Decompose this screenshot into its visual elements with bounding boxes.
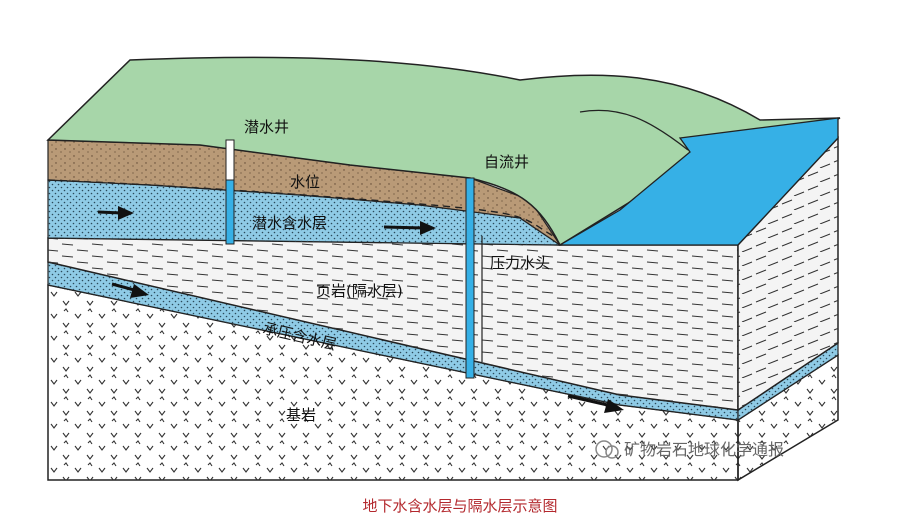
artesian-well <box>465 177 475 379</box>
flow-arrows <box>97 206 624 413</box>
ridge-line <box>579 109 689 151</box>
label-shale: 页岩(隔水层) <box>316 282 403 300</box>
label-unconfined-aquifer: 潜水含水层 <box>252 214 327 232</box>
label-artesian-well: 自流井 <box>484 153 529 171</box>
label-water-table: 水位 <box>290 173 320 191</box>
label-pressure-head: 压力水头 <box>490 254 550 272</box>
lake <box>557 117 839 246</box>
water-table-line <box>47 179 561 241</box>
label-bedrock: 基岩 <box>286 406 316 424</box>
watermark-text: 矿物岩石地球化学通报 <box>624 440 784 459</box>
label-unconfined-well: 潜水井 <box>244 118 289 136</box>
watermark: 矿物岩石地球化学通报 <box>595 440 784 459</box>
figure-caption: 地下水含水层与隔水层示意图 <box>362 497 558 515</box>
ground-surface <box>46 56 841 247</box>
